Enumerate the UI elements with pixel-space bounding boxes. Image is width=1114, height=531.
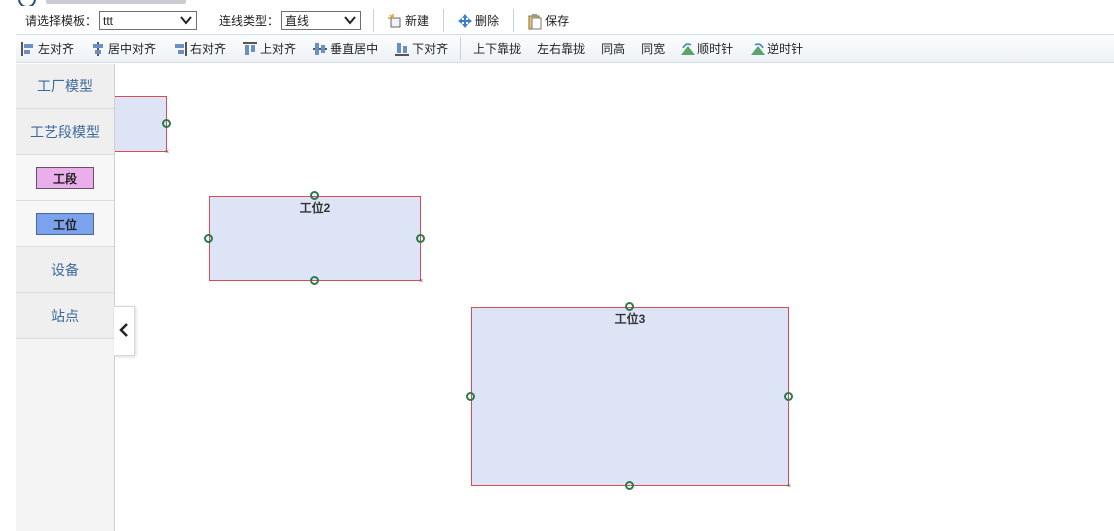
delete-button[interactable]: 删除 [452,9,505,32]
section-shape-swatch[interactable]: 工段 [36,166,94,189]
align-left-button[interactable]: 左对齐 [16,37,79,60]
station-node[interactable]: 工位3 [471,307,789,486]
chevron-left-icon [119,322,129,340]
connection-anchor[interactable] [625,302,634,311]
connection-anchor[interactable] [310,191,319,200]
align-left-label: 左对齐 [38,42,75,56]
sidebar-item-factory-model[interactable]: 工厂模型 [16,64,114,109]
section-shape-label: 工段 [52,171,77,186]
align-top-icon [243,41,258,56]
save-clipboard-icon [528,13,542,29]
sidebar-item-equipment[interactable]: 设备 [16,247,114,293]
connection-anchor[interactable] [310,276,319,285]
same-width-button[interactable]: 同宽 [635,37,671,60]
align-bottom-button[interactable]: 下对齐 [390,37,453,60]
align-right-button[interactable]: 右对齐 [168,37,231,60]
same-height-label: 同高 [601,42,626,56]
align-right-label: 右对齐 [190,42,227,56]
horizontal-distribute-label: 左右靠拢 [537,42,586,56]
connection-anchor[interactable] [625,481,634,490]
toolbar-divider [513,9,515,32]
sidebar-item-label: 工艺段模型 [30,123,100,140]
align-middle-button[interactable]: 垂直居中 [308,37,383,60]
model-sidebar: 工厂模型 工艺段模型 工段 工位 设备 站点 [16,64,115,531]
connection-anchor[interactable] [162,119,171,128]
station-shape-label: 工位 [52,217,77,232]
align-middle-icon [313,42,328,56]
sidebar-collapse-button[interactable] [114,306,135,356]
rotate-counterclockwise-label: 逆时针 [767,42,804,56]
template-label: 请选择模板： [25,14,98,28]
rotate-clockwise-label: 顺时针 [697,42,734,56]
sidebar-shape-section[interactable]: 工段 [16,155,114,201]
save-button[interactable]: 保存 [522,9,575,32]
align-bottom-icon [395,42,410,56]
rotate-clockwise-button[interactable]: 顺时针 [675,37,738,60]
resize-handle[interactable]: × [165,149,170,156]
vertical-distribute-label: 上下靠拢 [473,42,522,56]
same-width-label: 同宽 [641,42,666,56]
station-node-title: 工位2 [299,201,331,215]
rotate-clockwise-icon [680,42,696,56]
line-type-select-value: 直线 [285,14,310,28]
align-toolbar: 左对齐 居中对齐 右对齐 上对齐 垂直居中 下对齐 上下靠拢 左右靠拢 [16,35,1114,63]
sidebar-item-label: 工厂模型 [37,78,93,94]
resize-handle[interactable]: × [419,278,424,285]
new-button-label: 新建 [405,14,430,28]
toolbar-divider [460,37,462,60]
rotate-counterclockwise-icon [750,42,766,56]
delete-move-icon [458,13,473,28]
connection-anchor[interactable] [466,392,475,401]
align-top-label: 上对齐 [260,42,297,56]
chevron-down-icon [180,13,192,30]
toolbar-divider [443,9,445,32]
delete-button-label: 删除 [475,14,500,28]
horizontal-distribute-button[interactable]: 左右靠拢 [531,37,591,60]
sidebar-item-process-model[interactable]: 工艺段模型 [16,109,114,155]
new-button[interactable]: 新建 [382,9,435,32]
template-select-value: ttt [103,13,114,28]
template-select[interactable]: ttt [99,11,198,30]
connection-anchor[interactable] [784,392,793,401]
new-icon [388,13,402,28]
save-button-label: 保存 [545,14,570,28]
station-node[interactable] [115,96,167,152]
same-height-button[interactable]: 同高 [595,37,631,60]
line-type-select[interactable]: 直线 [281,11,362,30]
align-center-button[interactable]: 居中对齐 [86,37,161,60]
toolbar-divider [373,9,375,32]
sidebar-item-label: 站点 [51,307,79,324]
align-middle-label: 垂直居中 [330,42,379,56]
connection-anchor[interactable] [204,234,213,243]
station-node-title: 工位3 [614,312,646,326]
main-toolbar: 请选择模板： ttt 连线类型： 直线 新建 删除 保存 [16,7,1114,35]
window-title-cropped [46,0,186,4]
window-title-strip [0,0,1114,6]
station-shape-swatch[interactable]: 工位 [36,212,94,235]
line-type-label: 连线类型： [219,14,280,28]
design-canvas[interactable]: × 工位2 × 工位3 × [115,64,1114,531]
align-center-label: 居中对齐 [108,42,157,56]
app-logo-icon [18,0,36,6]
sidebar-shape-station[interactable]: 工位 [16,201,114,247]
resize-handle[interactable]: × [787,483,792,490]
station-node[interactable]: 工位2 [209,196,421,281]
vertical-distribute-button[interactable]: 上下靠拢 [467,37,527,60]
align-left-icon [21,41,35,56]
align-bottom-label: 下对齐 [412,42,449,56]
sidebar-item-label: 设备 [51,261,79,278]
align-right-icon [173,41,188,56]
align-top-button[interactable]: 上对齐 [238,37,301,60]
sidebar-item-site[interactable]: 站点 [16,293,114,339]
chevron-down-icon [344,13,356,30]
rotate-counterclockwise-button[interactable]: 逆时针 [745,37,808,60]
connection-anchor[interactable] [416,234,425,243]
align-center-icon [91,41,105,56]
